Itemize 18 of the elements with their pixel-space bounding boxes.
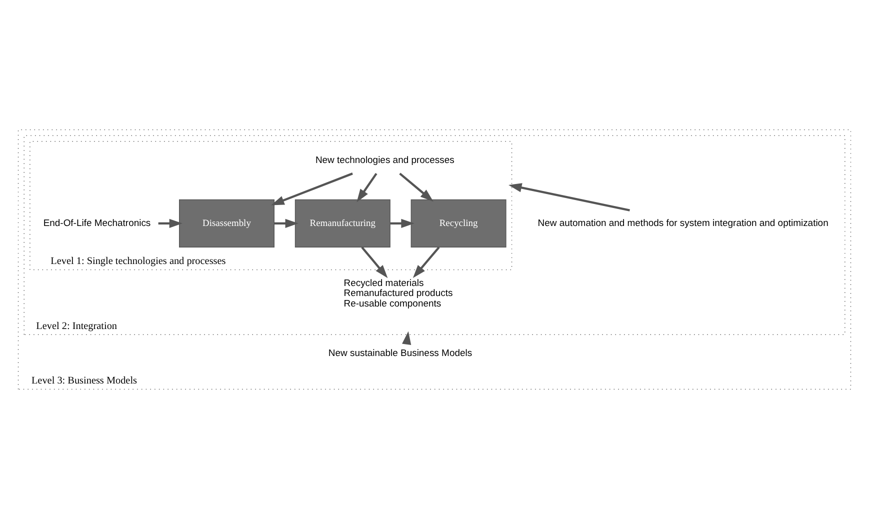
node-text: New technologies and processes bbox=[315, 154, 454, 166]
arrow bbox=[274, 218, 298, 228]
node-text: Recycled materials Remanufactured products Re-usable components bbox=[344, 278, 453, 310]
arrow bbox=[390, 218, 414, 228]
arrow bbox=[356, 172, 378, 202]
arrow bbox=[361, 246, 388, 278]
node-box: Disassembly bbox=[179, 199, 274, 248]
node-text: End-Of-Life Mechatronics bbox=[43, 218, 151, 229]
node-text: New automation and methods for system integration and optimization bbox=[538, 218, 828, 229]
arrow bbox=[508, 183, 630, 212]
arrow bbox=[271, 172, 353, 206]
arrow bbox=[402, 331, 412, 345]
arrow bbox=[412, 246, 440, 278]
node-text: New sustainable Business Models bbox=[328, 348, 472, 360]
arrow bbox=[158, 218, 182, 228]
node-box: Remanufacturing bbox=[294, 199, 390, 248]
arrow bbox=[399, 172, 434, 202]
node-box: Recycling bbox=[410, 199, 506, 248]
